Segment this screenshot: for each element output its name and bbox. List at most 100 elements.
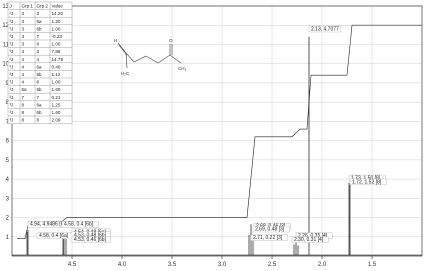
coupling-table-cell: ³J — [10, 80, 14, 85]
coupling-table-cell: 8 — [37, 118, 40, 123]
x-tick-label: 2.0 — [318, 262, 327, 268]
coupling-table-cell: 1.60 — [52, 110, 61, 115]
coupling-table-cell: 6a — [37, 64, 43, 69]
molecule-atom-label: CH₃ — [178, 66, 186, 71]
peak-annotation-label: 2.26, 0.35 [4] — [298, 233, 328, 239]
x-tick-label: 1.5 — [368, 262, 377, 268]
grid — [12, 5, 422, 256]
molecule-bond — [118, 44, 128, 56]
y-tick-label: 10 — [2, 62, 9, 68]
coupling-table-cell: 7 — [37, 95, 40, 100]
peak-annotation-box — [308, 25, 341, 33]
x-tick-label: 3.0 — [218, 262, 227, 268]
coupling-table-cell: 8 — [22, 110, 25, 115]
molecule-structure: H H₂C O CH₃ — [114, 38, 186, 76]
coupling-table-cell: 3 — [22, 42, 25, 47]
peak-annotation-label: 1.73, 1.50 [8] — [351, 176, 381, 182]
peak-annotation-label: 2.69, 0.48 [3] — [255, 227, 285, 233]
x-axis-ticks: 4.5 4.0 3.5 3.0 2.5 2.0 1.5 — [68, 256, 377, 268]
peak-annotation-box — [349, 178, 387, 186]
coupling-table-cell: 8 — [37, 42, 40, 47]
coupling-table-cell: 6a — [37, 102, 43, 107]
integral-curve — [17, 24, 422, 239]
peak-annotation-label: 1.72, 1.52 [8] — [352, 179, 382, 185]
peak-annotation-box — [291, 236, 329, 243]
y-tick-label: 12 — [2, 23, 9, 29]
y-tick-label: 4 — [6, 177, 10, 183]
peak-annotation-label: 4.58, 0.4 [6b] — [64, 222, 94, 228]
x-tick-label: 4.5 — [68, 262, 77, 268]
coupling-table-cell: 1.60 — [52, 87, 61, 92]
coupling-table-cell: ²J — [10, 57, 14, 62]
y-tick-label: 5 — [6, 158, 10, 164]
coupling-table-cell: -0.23 — [52, 34, 63, 39]
coupling-table-cell: 2.09 — [52, 118, 61, 123]
x-tick-label: 3.5 — [168, 262, 177, 268]
molecule-atom-label: O — [169, 38, 173, 43]
coupling-table-cell: 8 — [22, 102, 25, 107]
molecule-bond — [125, 52, 128, 69]
coupling-table-cell: 4 — [37, 57, 40, 62]
coupling-table-cell: 1.12 — [52, 72, 61, 77]
peak-annotation-box — [61, 221, 99, 228]
peak-annotation-label: 2.30, 0.31 [4] — [294, 237, 324, 243]
integral-trace — [17, 24, 422, 239]
coupling-table-cell: 1.00 — [52, 26, 61, 31]
coupling-table-cell: 6b — [37, 26, 43, 31]
coupling-table-cell: 3 — [37, 11, 40, 16]
peak-annotation-label: 2.13, 4.7077 — [311, 27, 339, 33]
coupling-table-cell: 3 — [22, 11, 25, 16]
coupling-table-cell: 6b — [37, 87, 43, 92]
coupling-table-cell: 3 — [37, 49, 40, 54]
peak-annotation-box — [250, 234, 288, 241]
coupling-table-header: Value — [52, 4, 64, 9]
coupling-table-cell: 4 — [22, 57, 25, 62]
coupling-table-cell: 8 — [22, 118, 25, 123]
coupling-table-cell: 6a — [37, 19, 43, 24]
coupling-table-cell: ³J — [10, 26, 14, 31]
y-tick-label: 8 — [6, 100, 10, 106]
coupling-table-cell: 14.20 — [52, 11, 64, 16]
coupling-table-cell: ³J — [10, 118, 14, 123]
coupling-table-cell: 14.78 — [52, 57, 64, 62]
coupling-table-cell: 1.00 — [52, 80, 61, 85]
coupling-table-cell: ³J — [10, 42, 14, 47]
coupling-table-cell: 3 — [22, 19, 25, 24]
coupling-table-cell: 0.21 — [52, 95, 61, 100]
peak-annotation-box — [71, 236, 111, 243]
peak-annotation-label: 2.71, 0.22 [3] — [253, 235, 283, 241]
peak-annotation-label: 4.53, 0.48 [6b] — [74, 232, 107, 238]
y-tick-label: 3 — [6, 196, 10, 202]
coupling-table-cell: 7 — [22, 95, 25, 100]
coupling-table-cell: 1.20 — [52, 19, 61, 24]
y-tick-label: 2 — [6, 216, 10, 222]
coupling-table-cell: 4 — [22, 49, 25, 54]
coupling-table-cell: 3 — [22, 34, 25, 39]
peak-annotation-label: 4.58, 0.4 [6a] — [39, 233, 69, 239]
coupling-table-cell: ³J — [10, 49, 14, 54]
coupling-table-cell: 4 — [22, 80, 25, 85]
y-tick-label: 1 — [6, 235, 10, 241]
coupling-table-cell: ³J — [10, 102, 14, 107]
x-tick-label: 4.0 — [118, 262, 127, 268]
coupling-table-cell: 3 — [22, 26, 25, 31]
y-tick-label: 13 — [2, 4, 9, 10]
peak-annotation-label: 4.53, 0.46 [6b] — [74, 237, 107, 243]
coupling-table-cell: 4 — [22, 72, 25, 77]
coupling-table-cell: 0.40 — [52, 64, 61, 69]
molecule-atom-label: H — [114, 38, 117, 43]
coupling-table-header: Grp 2 — [37, 4, 49, 9]
coupling-table-header: Grp 1 — [22, 4, 34, 9]
coupling-table-cell: ³J — [10, 95, 14, 100]
molecule-bond — [117, 42, 182, 64]
coupling-table-cell: 4 — [22, 64, 25, 69]
molecule-atom-label: H₂C — [121, 71, 130, 76]
coupling-table-cell: 8 — [37, 80, 40, 85]
peak-annotation-box — [252, 225, 290, 233]
coupling-table-header: J — [10, 4, 12, 9]
x-tick-label: 2.5 — [268, 262, 277, 268]
